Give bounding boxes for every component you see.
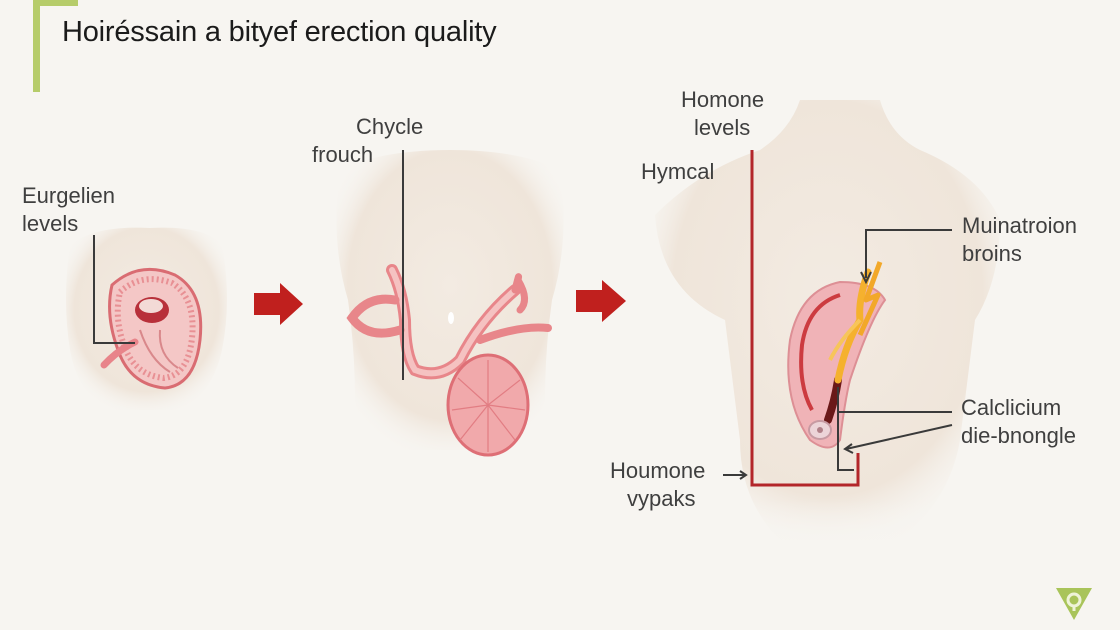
hormone-pathway-line (750, 150, 860, 487)
label-hymcal: Hymcal (641, 159, 715, 184)
label-chycle-frouch: Chycle frouch (312, 114, 424, 167)
label-calclicium-die-bnongle: Calclicium die-bnongle (961, 395, 1076, 448)
flow-arrow-icon-1 (254, 283, 303, 325)
panel-2-organ (346, 264, 552, 457)
title-bracket-horizontal (33, 0, 78, 6)
leader-line-muinatroion (865, 229, 952, 278)
panel-2-torso (336, 150, 564, 457)
green-triangle-logo-icon (1056, 588, 1092, 620)
label-homone-levels: Homone levels (681, 87, 765, 140)
title-bracket-vertical (33, 0, 40, 92)
panel-1-torso (66, 227, 227, 410)
leader-line-calclicium (837, 387, 854, 471)
panel-3-organ (787, 261, 887, 449)
label-eurgelien-levels: Eurgelien levels (22, 183, 115, 236)
panel-1-leader-line (93, 235, 135, 344)
label-muinatroion-broins: Muinatroion broins (962, 213, 1077, 266)
panel-3-torso (655, 100, 1000, 560)
label-houmone-vypaks: Houmone vypaks (610, 458, 706, 511)
flow-arrow-icon-2 (576, 280, 626, 322)
panel-1-organ (100, 267, 203, 390)
diagram-title: Hoiréssain a bityef erection quality (62, 16, 497, 48)
